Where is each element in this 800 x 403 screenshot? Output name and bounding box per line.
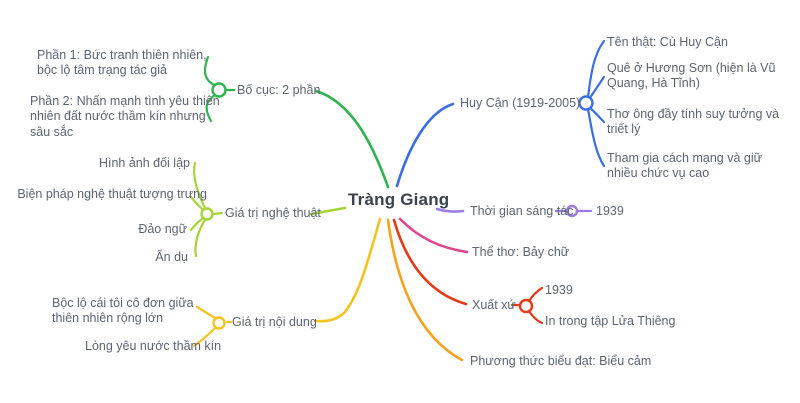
nghe-thuat-child-line-dao-ngu — [189, 216, 205, 232]
branch-huy-can-line — [395, 102, 455, 188]
noi-dung-toggle-circle[interactable] — [212, 316, 226, 330]
node-nghe-thuat[interactable]: Giá trị nghệ thuật — [225, 206, 321, 220]
node-ten-that[interactable]: Tên thật: Cù Huy Cận — [607, 35, 728, 49]
node-hinh-anh[interactable]: Hình ảnh đối lập — [98, 156, 190, 170]
node-phan-2[interactable]: Phần 2: Nhấn mạnh tình yêu thiên nhiên đ… — [30, 94, 220, 139]
node-que[interactable]: Quê ở Hương Sơn (hiện là Vũ Quang, Hà Tĩ… — [607, 61, 776, 91]
branch-nghe-thuat-line — [309, 206, 347, 216]
node-noi-dung[interactable]: Giá trị nội dung — [232, 315, 317, 329]
bo-cuc-child-line-phan1 — [203, 55, 216, 87]
branch-thoi-gian-line — [435, 207, 465, 213]
node-dao-ngu[interactable]: Đảo ngữ — [138, 222, 187, 236]
xuat-xu-child-line-1939 — [527, 286, 544, 303]
node-thoi-gian-1939[interactable]: 1939 — [596, 204, 624, 218]
nghe-thuat-child-line-hinh-anh — [193, 161, 207, 210]
node-phan-1[interactable]: Phần 1: Bức tranh thiên nhiên, bộc lộ tâ… — [37, 48, 207, 78]
thoi-gian-toggle-circle[interactable] — [565, 204, 579, 218]
branch-bo-cuc-line — [314, 89, 390, 189]
branch-phuong-thuc-line — [386, 218, 464, 362]
huy-can-toggle-circle[interactable] — [578, 95, 594, 111]
nghe-thuat-child-line-bien-phap — [189, 195, 205, 212]
node-phuong-thuc[interactable]: Phương thức biểu đạt: Biểu cảm — [470, 354, 652, 368]
huy-can-child-line-cach-mang — [586, 107, 606, 168]
branch-noi-dung-line — [313, 217, 382, 323]
branch-the-tho-line — [398, 217, 469, 254]
huy-can-child-line-tho — [587, 105, 606, 124]
xuat-xu-child-line-tap — [527, 309, 544, 325]
node-xuat-xu[interactable]: Xuất xứ — [472, 298, 516, 312]
node-xuat-xu-tap[interactable]: In trong tập Lửa Thiêng — [545, 314, 676, 328]
node-huy-can[interactable]: Huy Cận (1919-2005) — [460, 96, 581, 110]
noi-dung-child-line-long-yeu — [192, 326, 217, 348]
node-xuat-xu-1939[interactable]: 1939 — [545, 283, 573, 297]
node-an-du[interactable]: Ẩn dụ — [155, 250, 188, 264]
huy-can-child-line-ten-that — [586, 39, 606, 99]
bo-cuc-child-line-phan2 — [205, 93, 217, 123]
node-long-yeu[interactable]: Lòng yêu nước thầm kín — [85, 339, 222, 353]
nghe-thuat-toggle-circle[interactable] — [200, 207, 214, 221]
node-boc-lo[interactable]: Bộc lộ cái tôi cô đơn giữa thiên nhiên r… — [52, 296, 194, 326]
center-topic[interactable]: Tràng Giang — [348, 190, 450, 209]
nghe-thuat-child-line-an-du — [194, 218, 207, 258]
nghe-thuat-label-dash — [212, 211, 224, 216]
xuat-xu-toggle-circle[interactable] — [518, 298, 534, 314]
node-bien-phap[interactable]: Biện pháp nghệ thuật tượng trưng — [17, 187, 207, 201]
node-the-tho[interactable]: Thể thơ: Bảy chữ — [472, 245, 570, 259]
node-thoi-gian[interactable]: Thời gian sáng tác — [470, 204, 574, 218]
branch-xuat-xu-line — [392, 218, 468, 306]
bo-cuc-toggle-circle[interactable] — [211, 82, 227, 98]
node-bo-cuc[interactable]: Bố cục: 2 phần — [237, 83, 321, 97]
noi-dung-child-line-boc-lo — [195, 305, 217, 320]
node-cach-mang[interactable]: Tham gia cách mạng và giữ nhiều chức vụ … — [607, 151, 762, 181]
node-tho[interactable]: Thơ ông đầy tính suy tưởng và triết lý — [607, 107, 780, 137]
